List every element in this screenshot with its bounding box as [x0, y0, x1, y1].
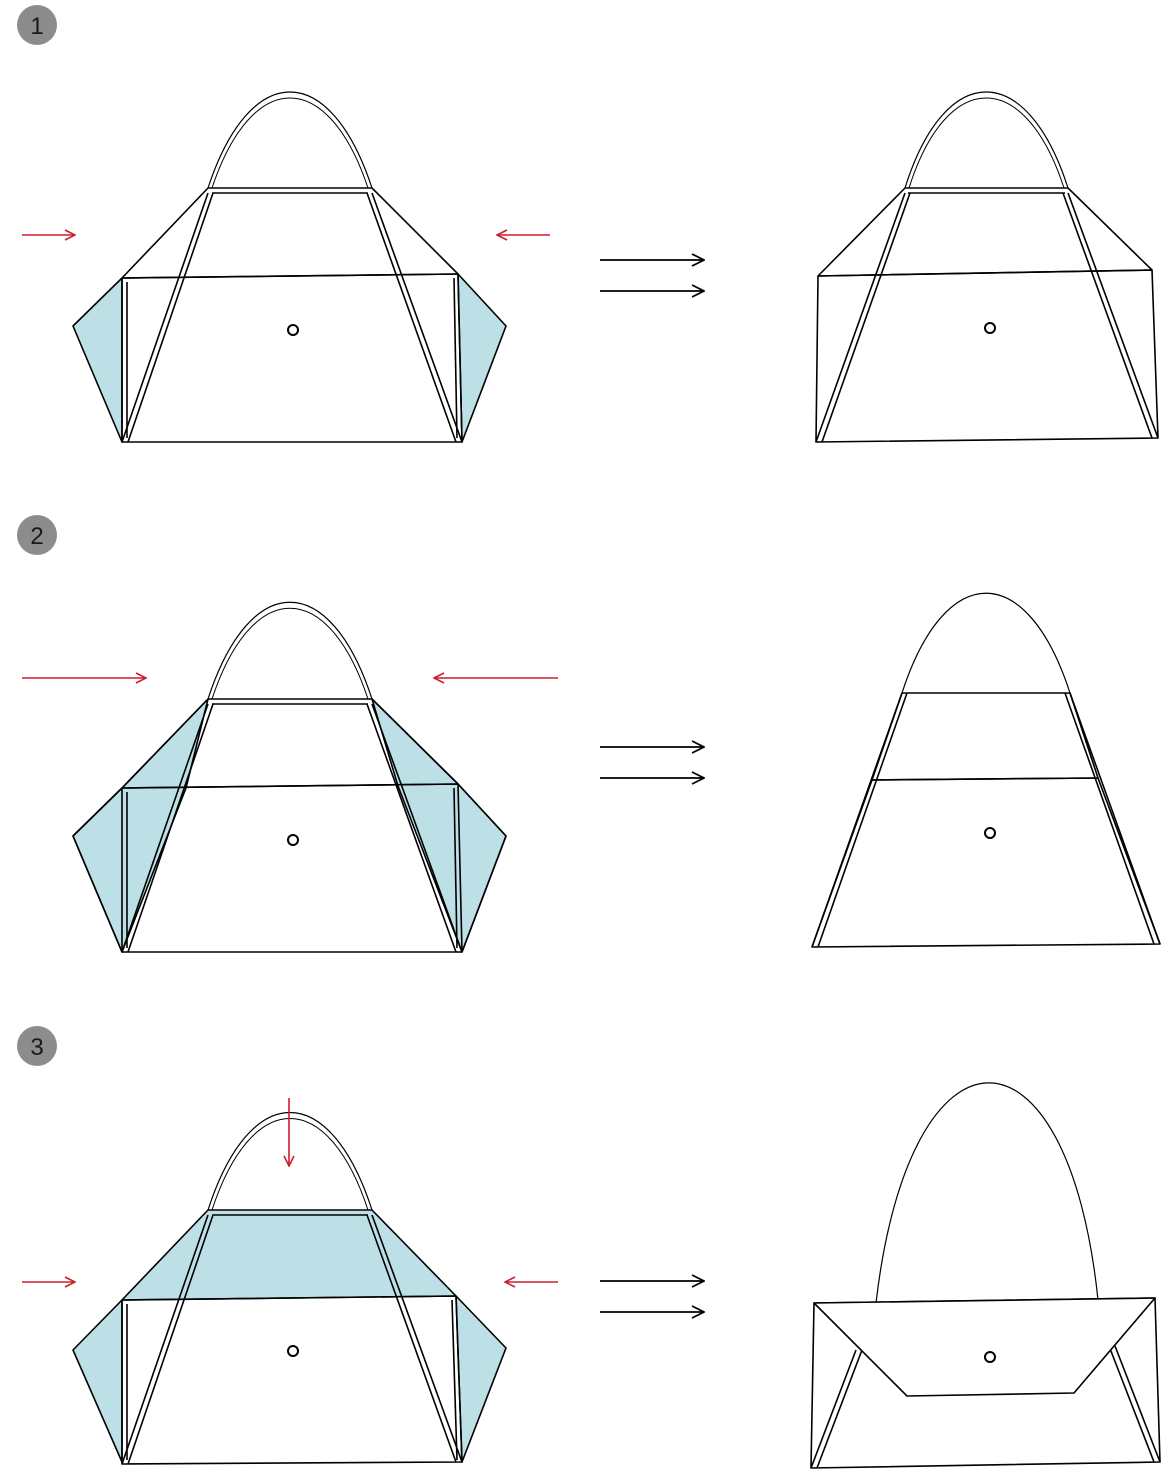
double-arrow-icon — [600, 260, 704, 291]
step-number: 2 — [30, 523, 43, 550]
handle — [904, 91, 1069, 189]
top-band — [121, 1209, 457, 1301]
button-icon — [287, 834, 299, 846]
bag-after — [815, 91, 1159, 443]
handle — [875, 1082, 1099, 1304]
right-gusset-fill — [371, 698, 507, 953]
front-panel — [811, 777, 1161, 948]
bag-after — [811, 592, 1161, 948]
button-icon — [984, 1351, 996, 1363]
step-number: 3 — [30, 1034, 43, 1061]
step-3: 3 — [17, 1026, 1161, 1469]
bag-before — [72, 601, 507, 953]
front-panel — [815, 269, 1159, 443]
top-band — [121, 187, 459, 279]
step-1: 1 — [17, 5, 1159, 443]
left-fold-flap — [72, 1299, 123, 1463]
double-arrow-icon — [600, 747, 704, 778]
step-badge: 1 — [17, 5, 57, 45]
right-fold-flap — [457, 273, 507, 443]
handle — [207, 1112, 373, 1211]
button-icon — [287, 324, 299, 336]
bag-after — [810, 1082, 1161, 1469]
handle — [207, 601, 373, 700]
top-band — [871, 692, 1099, 781]
button-icon — [287, 1345, 299, 1357]
handle — [901, 592, 1071, 694]
button-icon — [984, 322, 996, 334]
folded-lid — [813, 1297, 1156, 1397]
bag-before — [72, 91, 507, 443]
step-badge: 2 — [17, 515, 57, 555]
right-fold-flap — [455, 1295, 507, 1463]
step-number: 1 — [30, 13, 43, 40]
handle — [207, 91, 373, 189]
step-badge: 3 — [17, 1026, 57, 1066]
left-fold-flap — [72, 277, 123, 443]
double-arrow-icon — [600, 1281, 704, 1312]
bag-before — [72, 1112, 507, 1465]
button-icon — [984, 827, 996, 839]
top-band — [817, 187, 1153, 277]
step-2: 2 — [17, 515, 1161, 953]
